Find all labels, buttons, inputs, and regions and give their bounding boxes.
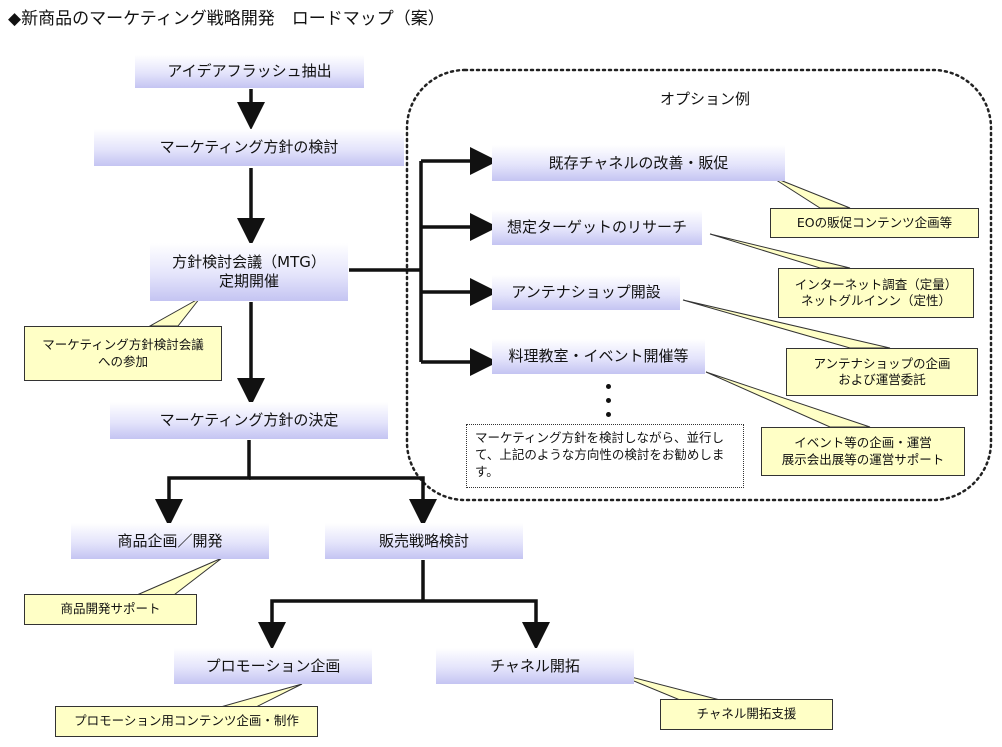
step-promotion-planning: プロモーション企画 bbox=[174, 648, 372, 684]
note-channel-support: チャネル開拓支援 bbox=[660, 699, 833, 730]
note-antenna-shop: アンテナショップの企画 および運営委託 bbox=[786, 348, 978, 396]
options-label: オプション例 bbox=[660, 90, 751, 108]
step-policy-meeting-label-1: 方針検討会議（MTG） bbox=[172, 253, 326, 272]
step-idea-flash-label: アイデアフラッシュ抽出 bbox=[167, 62, 332, 81]
note-product-dev-support-text: 商品開発サポート bbox=[60, 601, 161, 617]
note-event-support-line-1: イベント等の企画・運営 bbox=[794, 435, 932, 451]
step-policy-decision: マーケティング方針の決定 bbox=[110, 402, 388, 439]
step-idea-flash: アイデアフラッシュ抽出 bbox=[135, 55, 364, 88]
step-sales-strategy-label: 販売戦略検討 bbox=[378, 531, 469, 550]
option-cooking-event: 料理教室・イベント開催等 bbox=[492, 339, 705, 374]
note-internet-survey-line-1: インターネット調査（定量） bbox=[794, 276, 958, 292]
step-channel-development: チャネル開拓 bbox=[436, 648, 634, 684]
step-sales-strategy: 販売戦略検討 bbox=[325, 523, 523, 559]
option-antenna-shop-label: アンテナショップ開設 bbox=[511, 283, 661, 302]
note-internet-survey: インターネット調査（定量） ネットグルインン（定性） bbox=[778, 268, 974, 318]
step-product-planning-label: 商品企画／開発 bbox=[117, 531, 223, 550]
connector-decision-to-sales bbox=[249, 476, 437, 527]
step-promotion-planning-label: プロモーション企画 bbox=[205, 656, 341, 675]
step-product-planning: 商品企画／開発 bbox=[71, 523, 269, 559]
callout-pointer-meeting bbox=[148, 297, 201, 327]
option-existing-channel-label: 既存チャネルの改善・販促 bbox=[548, 153, 729, 172]
options-region bbox=[405, 68, 993, 502]
note-event-support-line-2: 展示会出展等の運営サポート bbox=[781, 451, 945, 467]
note-eo-sales-content-text: EOの販促コンテンツ企画等 bbox=[796, 214, 953, 230]
note-meeting-participation-line-1: マーケティング方針検討会議 bbox=[42, 337, 204, 353]
note-promotion-content: プロモーション用コンテンツ企画・制作 bbox=[55, 706, 318, 737]
step-policy-decision-label: マーケティング方針の決定 bbox=[159, 411, 339, 430]
note-meeting-participation: マーケティング方針検討会議 への参加 bbox=[24, 326, 222, 381]
note-antenna-shop-line-2: および運営委託 bbox=[838, 372, 926, 387]
note-internet-survey-line-2: ネットグルインン（定性） bbox=[800, 293, 951, 308]
continuation-dot bbox=[606, 384, 611, 389]
option-target-research: 想定ターゲットのリサーチ bbox=[492, 210, 702, 245]
continuation-dot bbox=[606, 398, 611, 403]
callout-pointer-product bbox=[129, 557, 223, 599]
options-comment: マーケティング方針を検討しながら、並行して、上記のような方向性の検討をお勧めしま… bbox=[466, 424, 744, 488]
option-antenna-shop: アンテナショップ開設 bbox=[492, 275, 680, 310]
callout-pointer-internet bbox=[709, 233, 851, 269]
continuation-dot bbox=[606, 412, 611, 417]
option-cooking-event-label: 料理教室・イベント開催等 bbox=[508, 347, 689, 366]
option-existing-channel: 既存チャネルの改善・販促 bbox=[492, 145, 785, 181]
note-eo-sales-content: EOの販促コンテンツ企画等 bbox=[770, 208, 979, 238]
note-product-dev-support: 商品開発サポート bbox=[24, 594, 197, 625]
step-channel-development-label: チャネル開拓 bbox=[490, 656, 580, 675]
step-policy-review-label: マーケティング方針の検討 bbox=[159, 138, 339, 157]
page-title: ◆新商品のマーケティング戦略開発 ロードマップ（案） bbox=[8, 9, 445, 29]
note-meeting-participation-line-2: への参加 bbox=[97, 353, 148, 369]
connector-decision-split bbox=[155, 440, 251, 527]
note-antenna-shop-line-1: アンテナショップの企画 bbox=[813, 355, 951, 371]
step-policy-review: マーケティング方針の検討 bbox=[94, 129, 404, 166]
step-policy-meeting: 方針検討会議（MTG） 定期開催 bbox=[150, 243, 348, 301]
connector-sales-to-promotion bbox=[258, 599, 423, 650]
note-event-support: イベント等の企画・運営 展示会出展等の運営サポート bbox=[761, 427, 965, 476]
connector-sales-to-channel bbox=[423, 599, 550, 650]
option-target-research-label: 想定ターゲットのリサーチ bbox=[506, 218, 687, 237]
note-promotion-content-text: プロモーション用コンテンツ企画・制作 bbox=[74, 713, 299, 729]
note-channel-support-text: チャネル開拓支援 bbox=[696, 706, 797, 722]
step-policy-meeting-label-2: 定期開催 bbox=[218, 272, 279, 290]
